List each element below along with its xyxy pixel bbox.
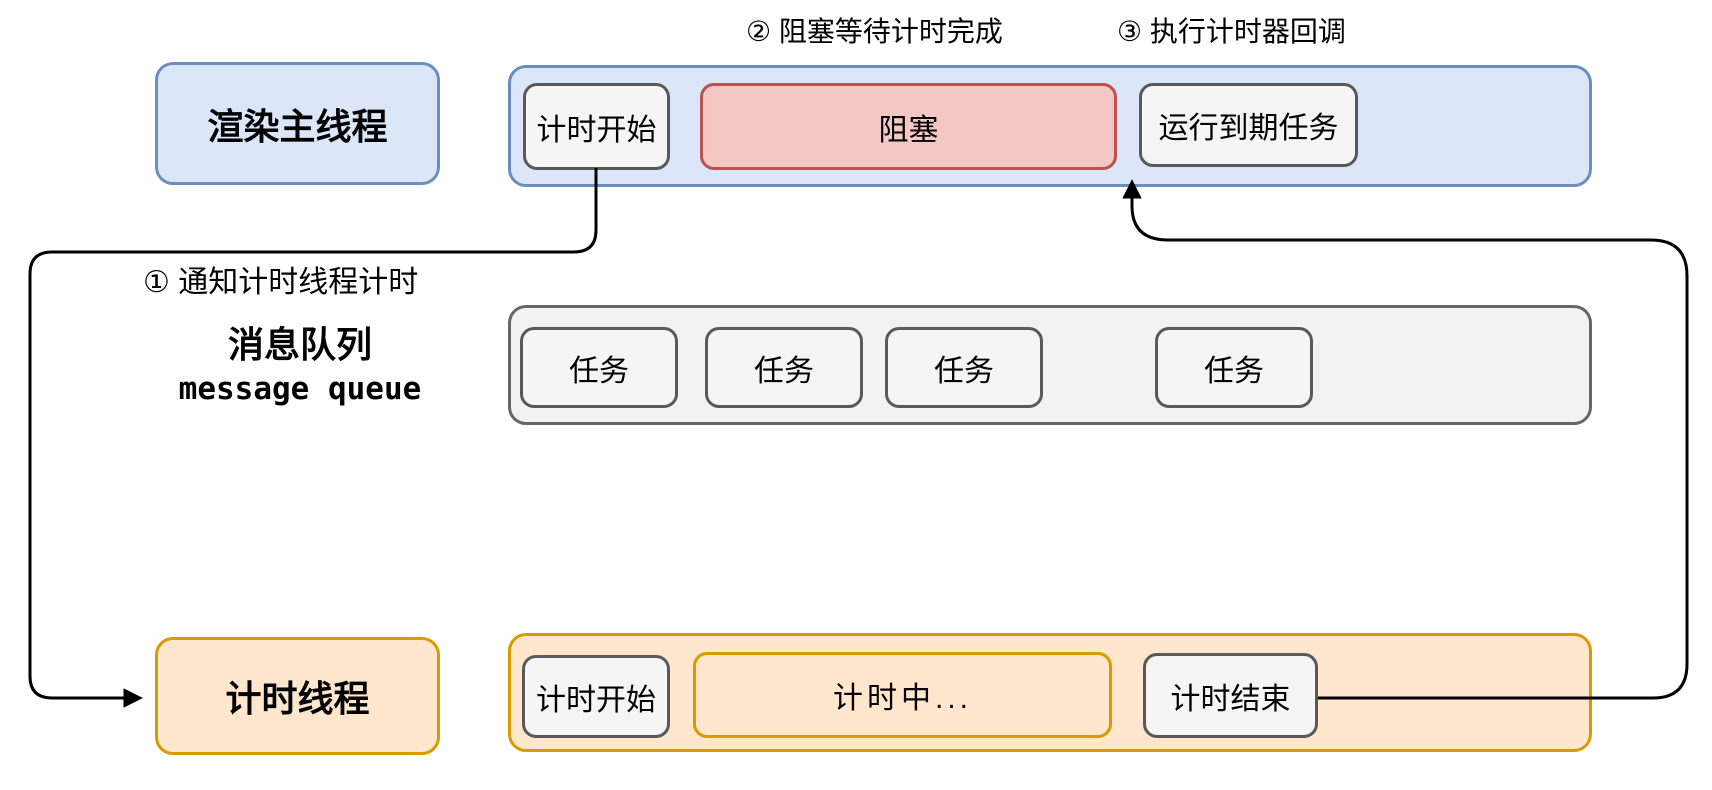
annotation-step1: ① 通知计时线程计时 <box>143 266 419 299</box>
task-block: 任务 <box>705 327 863 408</box>
timer-callback-connector <box>1122 179 1689 700</box>
message-queue-label-zh: 消息队列 <box>227 324 372 365</box>
blocked-block: 阻塞 <box>700 83 1117 170</box>
timer-thread-label: 计时线程 <box>155 637 440 755</box>
annotation-step2: ② 阻塞等待计时完成 <box>746 16 1003 47</box>
annotation-step3: ③ 执行计时器回调 <box>1117 16 1346 47</box>
timer-thread-start-block: 计时开始 <box>522 655 670 738</box>
timer-start-block: 计时开始 <box>523 83 670 170</box>
task-block: 任务 <box>1155 327 1313 408</box>
timing-block: 计时中... <box>693 652 1112 738</box>
render-main-thread-label: 渲染主线程 <box>155 62 440 185</box>
run-due-tasks-block: 运行到期任务 <box>1139 83 1358 167</box>
timer-end-block: 计时结束 <box>1143 653 1318 738</box>
notify-timer-connector <box>28 168 598 708</box>
task-block: 任务 <box>520 327 678 408</box>
message-queue-label-en: message queue <box>178 370 422 407</box>
message-queue-label: 消息队列 message queue <box>120 322 480 409</box>
task-block: 任务 <box>885 327 1043 408</box>
